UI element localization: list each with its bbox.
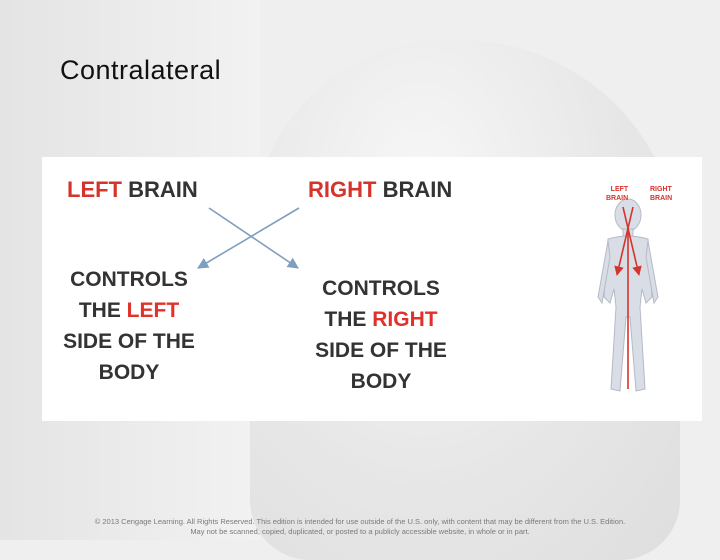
arrow-left-to-right: [208, 207, 299, 269]
right-heading-word-brain: BRAIN: [382, 177, 453, 202]
nerve-crossing: [614, 206, 642, 389]
diagram-graphics: [197, 198, 659, 392]
left-heading-word-left: LEFT: [67, 177, 122, 202]
figure-label-left: LEFT BRAIN: [606, 185, 628, 203]
right-text-line-4: BODY: [350, 370, 412, 393]
right-text-line-3: SIDE OF THE: [315, 339, 447, 362]
left-text-the: THE: [78, 299, 121, 322]
left-text-line-4: BODY: [98, 361, 160, 384]
arrow-right-to-left: [197, 207, 300, 269]
figure-label-right: RIGHT BRAIN: [650, 185, 672, 203]
diagram-panel: LEFT BRAIN RIGHT BRAIN CONTROLS THE LEFT…: [42, 157, 702, 421]
left-text-line-2: THE LEFT: [54, 295, 204, 326]
right-controls-text: CONTROLS THE RIGHT SIDE OF THE BODY: [306, 273, 456, 397]
slide-title: Contralateral: [60, 55, 222, 85]
figure-label-right-2: BRAIN: [650, 195, 673, 202]
right-text-line-2: THE RIGHT: [306, 304, 456, 335]
footer-line-2: May not be scanned, copied, duplicated, …: [190, 527, 530, 536]
figure-label-right-1: RIGHT: [650, 186, 672, 193]
left-text-line-1: CONTROLS: [70, 268, 188, 291]
right-text-highlight: RIGHT: [372, 308, 438, 331]
footer-line-1: © 2013 Cengage Learning. All Rights Rese…: [94, 517, 626, 526]
right-text-the: THE: [324, 308, 367, 331]
left-text-line-3: SIDE OF THE: [63, 330, 195, 353]
right-text-line-1: CONTROLS: [322, 277, 440, 300]
figure-label-left-1: LEFT: [610, 186, 629, 193]
right-brain-heading: RIGHT BRAIN: [308, 179, 452, 201]
left-brain-heading: LEFT BRAIN: [67, 179, 198, 201]
copyright-footer: © 2013 Cengage Learning. All Rights Rese…: [0, 517, 720, 537]
figure-label-left-2: BRAIN: [606, 195, 629, 202]
right-heading-word-right: RIGHT: [308, 177, 377, 202]
left-controls-text: CONTROLS THE LEFT SIDE OF THE BODY: [54, 264, 204, 388]
left-text-highlight: LEFT: [126, 299, 180, 322]
left-heading-word-brain: BRAIN: [128, 177, 198, 202]
